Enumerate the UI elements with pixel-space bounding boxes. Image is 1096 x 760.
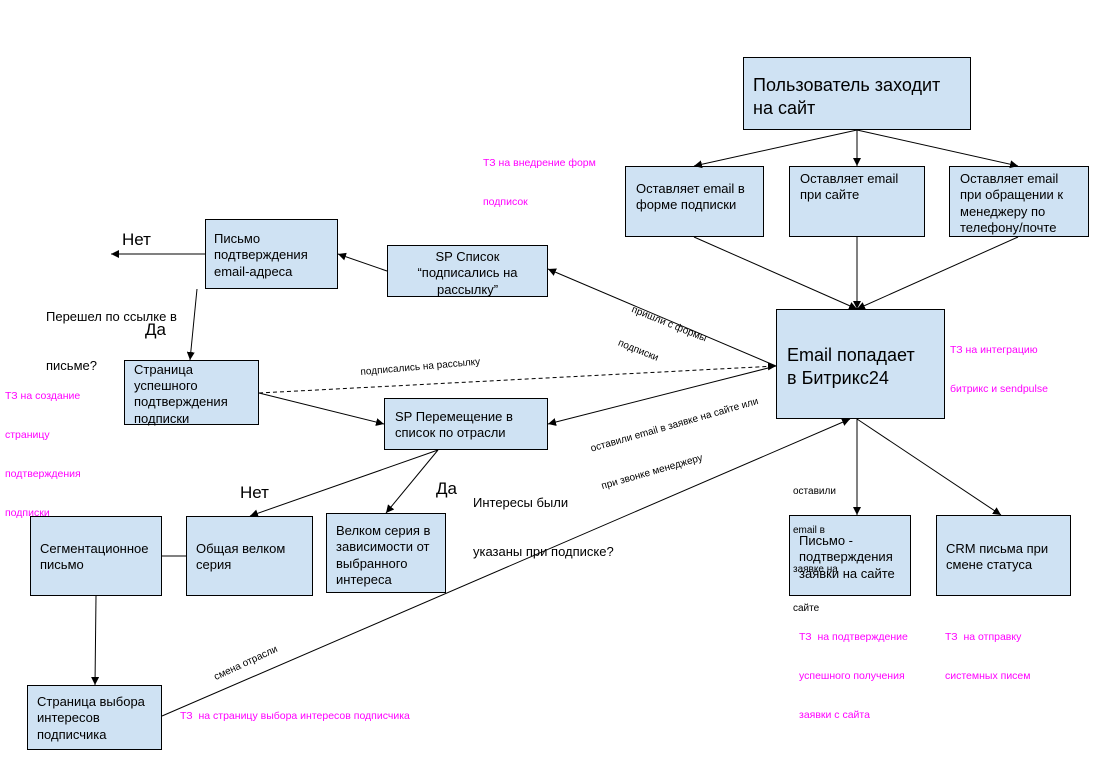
node-text-line: подтверждения <box>134 394 228 410</box>
question-line: письме? <box>46 358 97 374</box>
node-text-line: интереса <box>336 572 392 588</box>
arrow-manager-to-bitrix <box>856 236 1019 310</box>
decision-interests-question: Интересы были указаны при подписке? <box>473 462 614 593</box>
arrow-form-to-bitrix <box>693 236 858 310</box>
note-line: ТЗ на создание <box>5 390 81 402</box>
arrow-user-to-manager <box>856 129 1019 169</box>
decision-clicked-link-no-label: Нет <box>122 230 151 249</box>
edge-label-line: заявке на <box>793 564 838 575</box>
node-text-line: CRM письма при <box>946 541 1049 556</box>
decision-clicked-link-yes-label: Да <box>145 320 166 339</box>
node-crm-status-letters: CRM письма при смене статуса <box>936 515 1071 596</box>
node-text-line: Оставляет email <box>800 171 899 186</box>
arrow-sp-move-to-general-welcome <box>249 449 439 518</box>
node-confirm-email-letter: Письмо подтверждения email-адреса <box>205 219 338 289</box>
note-line: ТЗ на подтверждение <box>799 631 908 643</box>
arrow-segment-to-interests-page <box>91 595 100 686</box>
node-text-line: “подписались на <box>417 265 518 281</box>
node-text-line: Велком серия в <box>336 523 431 538</box>
edge-label-line: оставили <box>793 486 836 497</box>
node-text-line: Общая велком <box>196 541 286 556</box>
node-text-line: серия <box>196 557 232 573</box>
note-tz-confirm-page: ТЗ на создание страницу подтверждения по… <box>5 364 81 546</box>
node-text-line: телефону/почте <box>960 220 1057 236</box>
node-text-line: подтверждения <box>214 247 308 263</box>
note-tz-integration: ТЗ на интеграцию битрикс и sendpulse <box>950 318 1048 422</box>
node-email-subscribe-form: Оставляет email в форме подписки <box>625 166 764 237</box>
note-line: системных писем <box>945 670 1031 682</box>
note-line: страницу <box>5 429 50 441</box>
node-email-via-manager: Оставляет email при обращении к менеджер… <box>949 166 1089 237</box>
node-general-welcome-series: Общая велком серия <box>186 516 313 596</box>
node-user-visits-site: Пользователь заходит на сайт <box>743 57 971 130</box>
node-text-line: интересов <box>37 710 100 726</box>
node-text-line: Письмо <box>214 231 261 246</box>
note-tz-request-confirm: ТЗ на подтверждение успешного получения … <box>799 605 908 748</box>
node-text-line: письмо <box>40 557 84 573</box>
node-text-line: Оставляет email <box>960 171 1059 186</box>
node-text-line: Страница выбора <box>37 694 145 709</box>
node-text-line: подписчика <box>37 726 107 742</box>
node-text-line: выбранного <box>336 555 408 571</box>
question-line: Интересы были <box>473 494 569 510</box>
node-email-to-bitrix24: Email попадает в Битрикс24 <box>776 309 945 419</box>
node-text-line: email-адреса <box>214 263 293 279</box>
node-text-line: Пользователь заходит <box>753 75 941 95</box>
node-text-line: на сайт <box>753 98 816 118</box>
edge-label-subscribed: подписались на рассылку <box>360 356 481 378</box>
node-text-line: подписки <box>134 410 190 426</box>
arrow-confirm-letter-to-success-page <box>186 288 198 361</box>
node-text-line: успешного <box>134 378 198 394</box>
node-interest-welcome-series: Велком серия в зависимости от выбранного… <box>326 513 446 593</box>
note-tz-system-letters: ТЗ на отправку системных писем <box>945 605 1031 709</box>
node-text-line: менеджеру по <box>960 203 1046 219</box>
arrow-user-to-form <box>693 129 858 169</box>
node-email-on-site: Оставляет email при сайте <box>789 166 925 237</box>
node-text-line: SP Перемещение в <box>395 409 513 424</box>
edge-label-line: email в <box>793 525 825 536</box>
note-tz-subscribe-forms: ТЗ на внедрение форм подписок <box>483 131 596 235</box>
node-segmentation-letter: Сегментационное письмо <box>30 516 162 596</box>
question-line: Перешел по ссылке в <box>46 308 177 324</box>
node-text-line: при сайте <box>800 187 860 203</box>
node-text-line: рассылку” <box>436 281 499 297</box>
arrow-bitrix-to-crm <box>856 418 1002 516</box>
node-text-line: в Битрикс24 <box>787 368 889 388</box>
node-text-line: Email попадает <box>787 345 915 365</box>
note-line: подписок <box>483 196 528 208</box>
node-sp-move-to-industry-list: SP Перемещение в список по отрасли <box>384 398 548 450</box>
arrow-sp-list-to-confirm-letter <box>337 252 388 272</box>
arrow-sp-move-to-interest-welcome <box>385 449 439 514</box>
decision-interests-yes-label: Да <box>436 479 457 498</box>
node-text-line: форме подписки <box>636 197 737 213</box>
note-line: ТЗ на интеграцию <box>950 344 1038 356</box>
node-text-line: смене статуса <box>946 557 1033 573</box>
note-line: подтверждения <box>5 468 81 480</box>
edge-label-request-or-call: оставили email в заявке на сайте или при… <box>582 370 778 518</box>
note-line: заявки с сайта <box>799 709 870 721</box>
note-line: ТЗ на внедрение форм <box>483 157 596 169</box>
node-text-line: зависимости от <box>336 539 430 555</box>
edge-label-line: пришли с формы <box>629 304 709 345</box>
note-line: подписки <box>5 507 50 519</box>
edge-label-industry-change: смена отрасли <box>212 643 280 683</box>
node-text-line: Сегментационное <box>40 541 149 556</box>
node-text-line: при обращении к <box>960 187 1064 203</box>
arrow-success-page-to-sp-move <box>258 392 385 426</box>
question-line: указаны при подписке? <box>473 544 614 560</box>
decision-interests-no-label: Нет <box>240 483 269 502</box>
node-text-line: Оставляет email в <box>636 181 745 196</box>
node-interests-selection-page: Страница выбора интересов подписчика <box>27 685 162 750</box>
note-line: ТЗ на отправку <box>945 631 1022 643</box>
node-text-line: список по отрасли <box>395 425 506 441</box>
node-text-line: Страница <box>134 362 193 377</box>
node-text-line: SP Список <box>435 249 500 264</box>
note-line: битрикс и sendpulse <box>950 383 1048 395</box>
decision-clicked-link-question: Перешел по ссылке в письме? <box>46 276 177 407</box>
edge-label-line: подписки <box>616 337 660 364</box>
node-sp-subscribed-list: SP Список “подписались на рассылку” <box>387 245 548 297</box>
note-tz-interests-page: ТЗ на страницу выбора интересов подписчи… <box>180 710 410 722</box>
note-line: успешного получения <box>799 670 905 682</box>
